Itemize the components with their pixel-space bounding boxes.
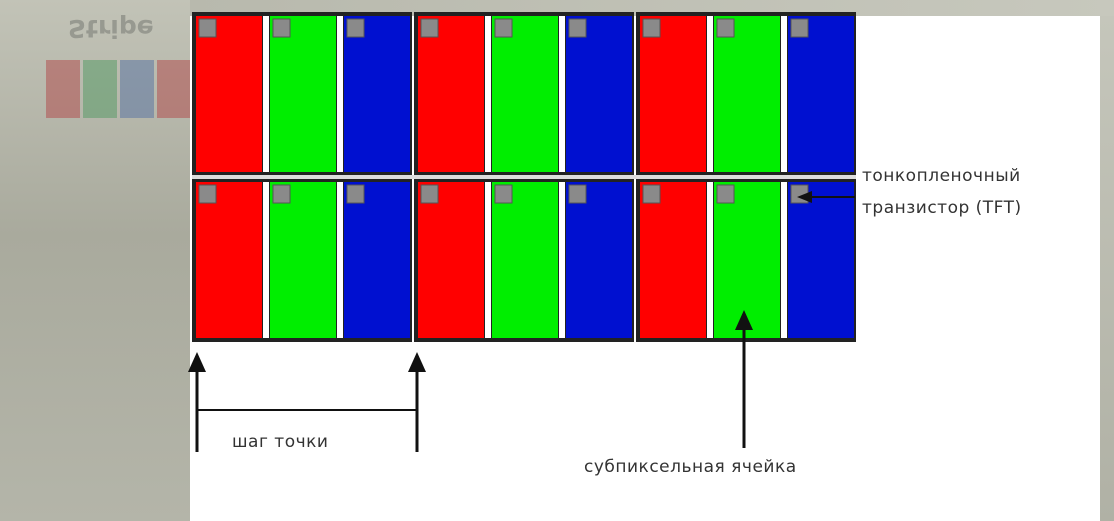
tft-transistor-0-0-2 [346,18,365,38]
subpixel-gap-0-2-1 [781,16,787,172]
row-separator [192,175,856,179]
pitch-right-arrowhead [408,352,426,372]
tft-transistor-1-0-2 [346,184,365,204]
subpixel-gap-0-0-1 [337,16,343,172]
tft-transistor-0-1-0 [420,18,439,38]
stripe-swatch-green [83,60,117,118]
subpixel-blue-1-1 [566,182,632,338]
pitch-left-arrowhead [188,352,206,372]
subpixel-gap-1-2-0 [707,182,713,338]
tft-transistor-0-2-0 [642,18,661,38]
subpixel-gap-1-0-0 [263,182,269,338]
subpixel-gap-1-0-1 [337,182,343,338]
tft-transistor-0-2-1 [716,18,735,38]
tft-transistor-1-1-1 [494,184,513,204]
subpixel-blue-1-2 [788,182,854,338]
tft-transistor-0-1-2 [568,18,587,38]
tft-label-line2: транзистор (TFT) [862,198,1022,218]
subpixel-gap-0-0-0 [263,16,269,172]
tft-label-line1: тонкопленочный [862,166,1021,186]
subpixel-red-0-1 [418,16,484,172]
subpixel-blue-0-2 [788,16,854,172]
subpixel-gap-1-1-0 [485,182,491,338]
subpixel-red-1-0 [196,182,262,338]
subpixel-red-1-2 [640,182,706,338]
subpixel-gap-1-2-1 [781,182,787,338]
subpixel-gap-0-1-0 [485,16,491,172]
subpixel-green-1-0 [270,182,336,338]
subpixel-red-0-0 [196,16,262,172]
subpixel-cell-arrowhead [735,310,753,330]
subpixel-green-0-2 [714,16,780,172]
subpixel-cell-label: субпиксельная ячейка [584,457,797,477]
subpixel-blue-1-0 [344,182,410,338]
subpixel-gap-1-1-1 [559,182,565,338]
subpixel-green-1-1 [492,182,558,338]
subpixel-gap-0-1-1 [559,16,565,172]
tft-transistor-0-0-0 [198,18,217,38]
stripe-swatch-red-2 [157,60,190,118]
subpixel-blue-0-1 [566,16,632,172]
subpixel-blue-0-0 [344,16,410,172]
subpixel-green-0-1 [492,16,558,172]
subpixel-green-1-2 [714,182,780,338]
tft-transistor-1-2-0 [642,184,661,204]
tft-pointer-arrowhead [797,191,812,203]
tft-transistor-1-1-0 [420,184,439,204]
tft-transistor-1-0-1 [272,184,291,204]
tft-transistor-0-1-1 [494,18,513,38]
tft-transistor-1-1-2 [568,184,587,204]
dot-pitch-label: шаг точки [232,432,329,452]
stripe-swatch-blue [120,60,154,118]
tft-transistor-1-0-0 [198,184,217,204]
tft-transistor-1-2-1 [716,184,735,204]
tft-transistor-0-2-2 [790,18,809,38]
background-right-strip [1100,16,1114,521]
stripe-swatch-red [46,60,80,118]
subpixel-red-1-1 [418,182,484,338]
subpixel-red-0-2 [640,16,706,172]
tft-transistor-0-0-1 [272,18,291,38]
subpixel-gap-0-2-0 [707,16,713,172]
subpixel-green-0-0 [270,16,336,172]
